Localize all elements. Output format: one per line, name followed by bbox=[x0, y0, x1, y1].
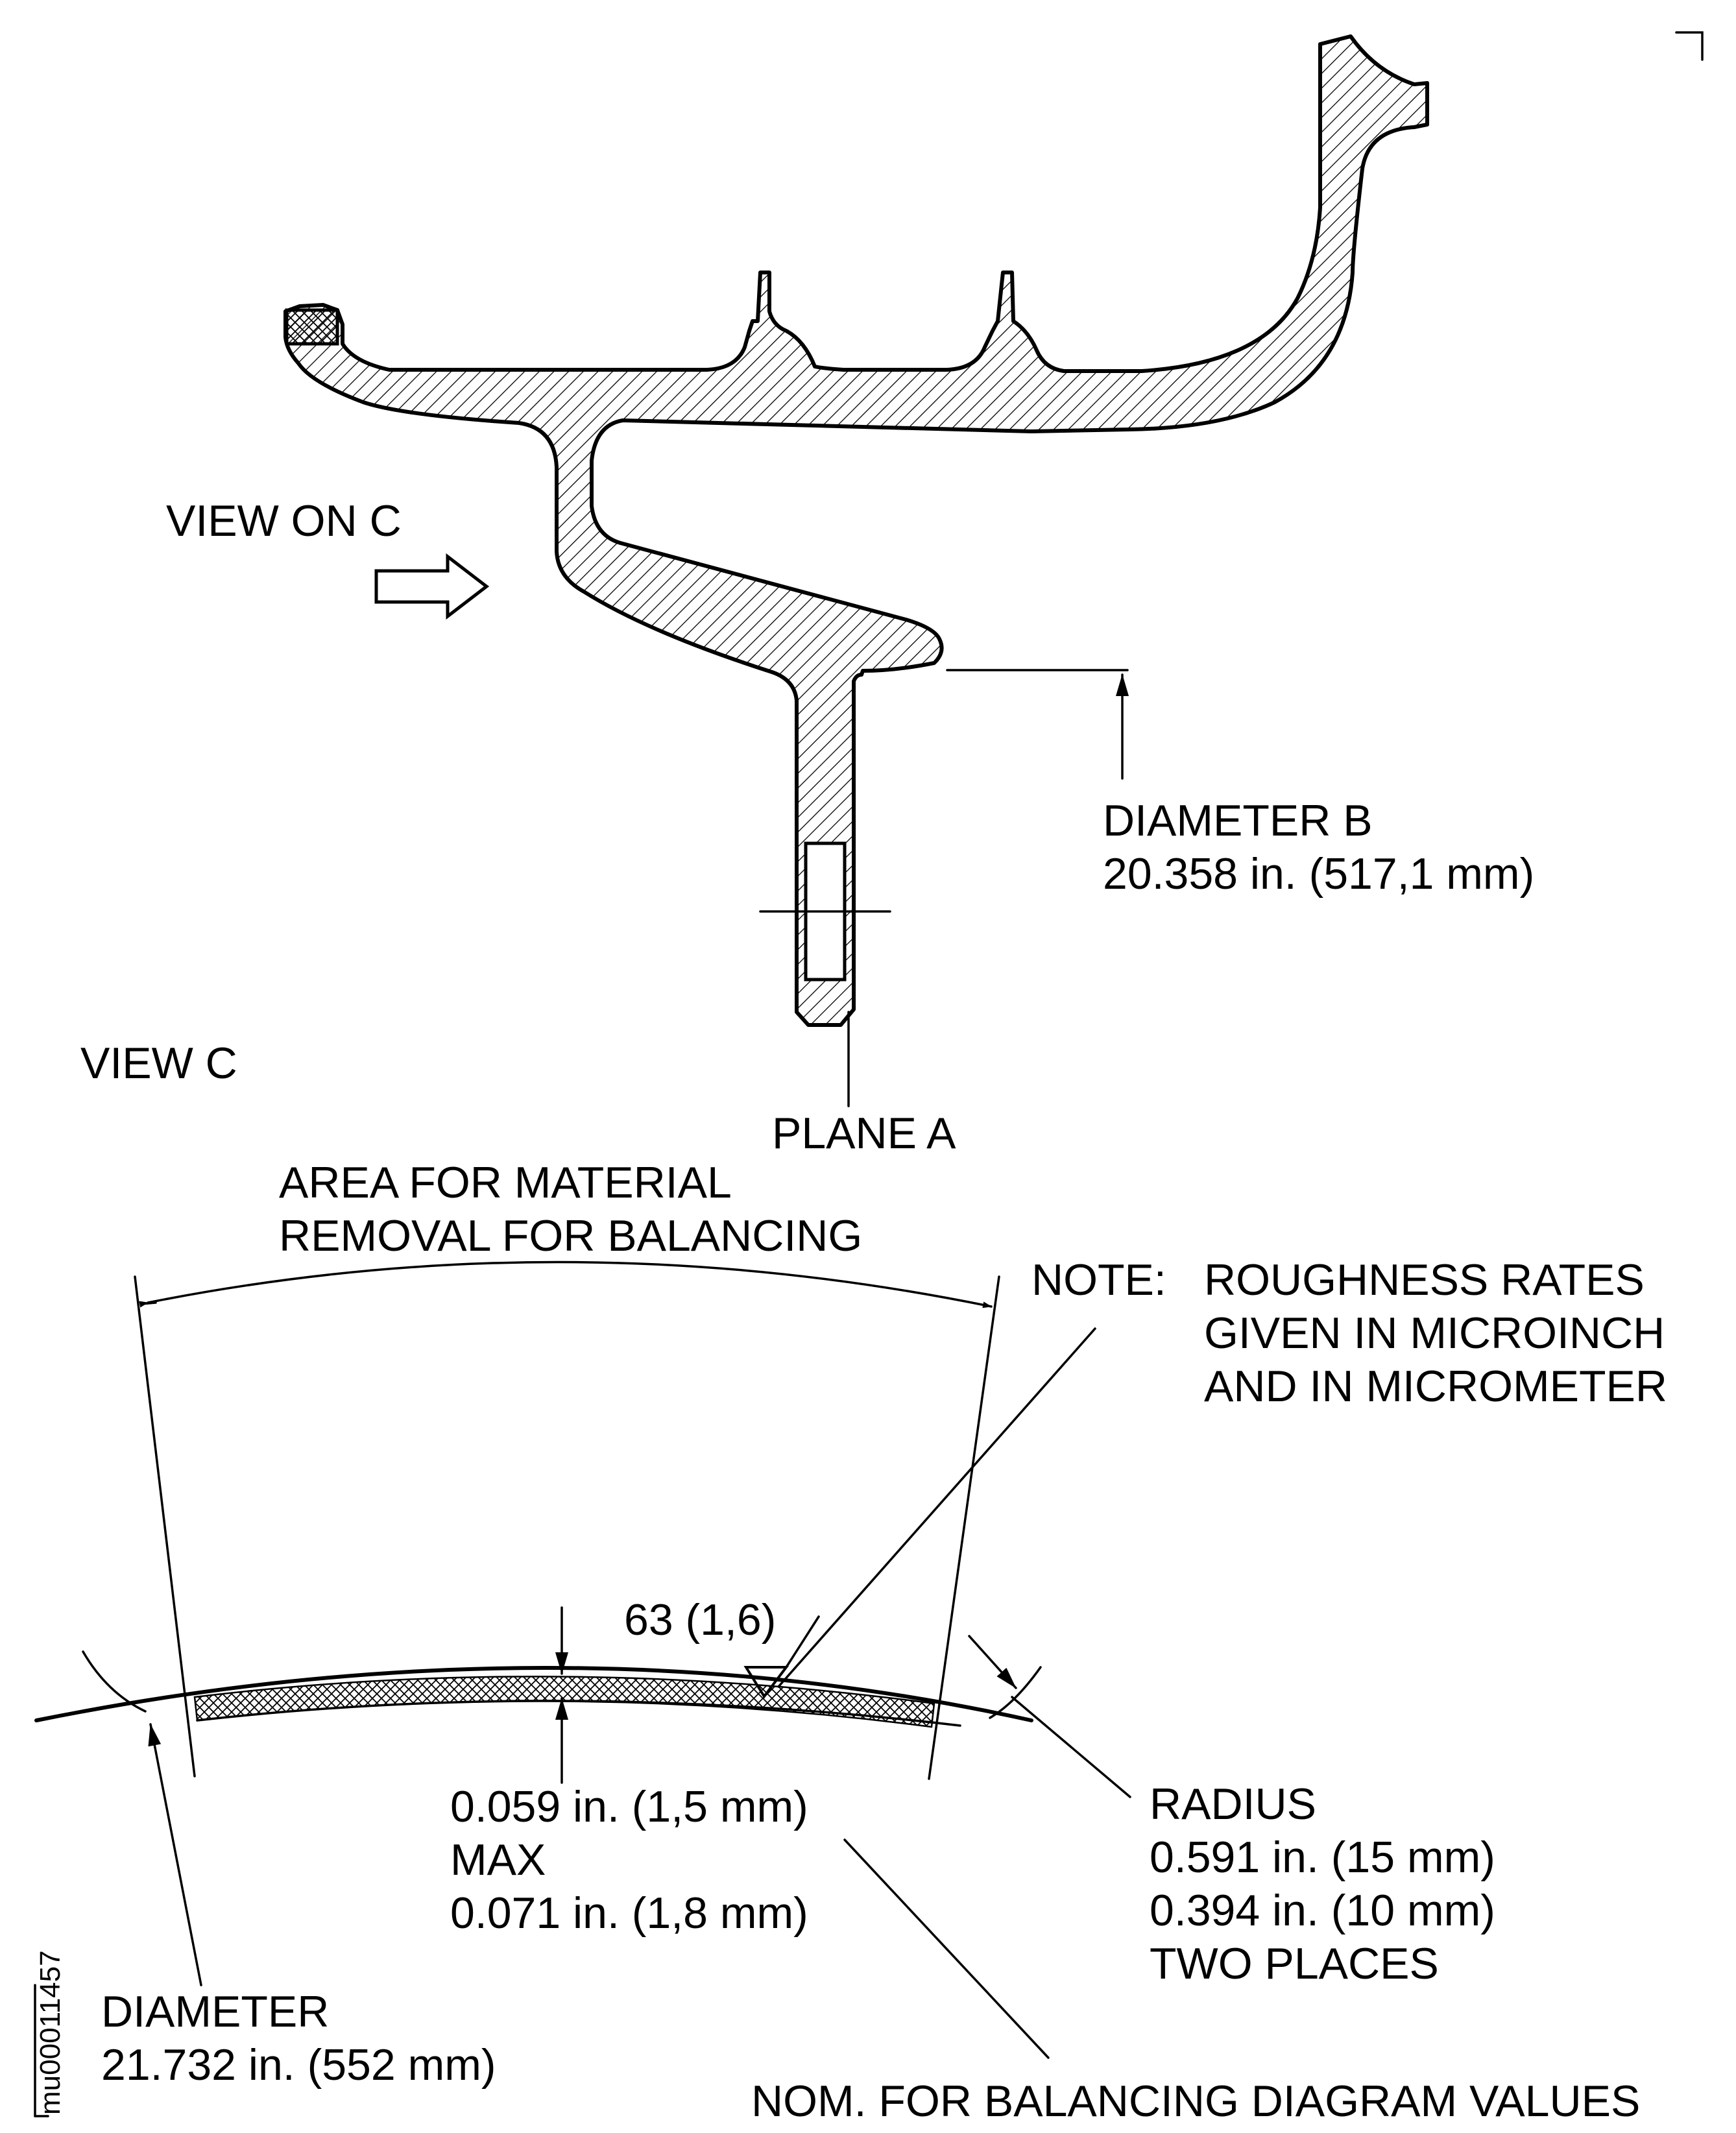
roughness-symbol-tick bbox=[785, 1615, 820, 1669]
right-radius-curve bbox=[989, 1666, 1042, 1719]
radius-title: RADIUS bbox=[1150, 1779, 1316, 1829]
note-leader bbox=[777, 1327, 1096, 1688]
radius-line3: TWO PLACES bbox=[1150, 1939, 1439, 1988]
left-radius-curve bbox=[82, 1650, 147, 1713]
view-c-label: VIEW C bbox=[80, 1039, 237, 1088]
diameter-value: 21.732 in. (552 mm) bbox=[101, 2040, 496, 2090]
diameter-title: DIAMETER bbox=[101, 1987, 329, 2036]
nominal-note: NOM. FOR BALANCING DIAGRAM VALUES bbox=[751, 2077, 1640, 2126]
roughness-symbol bbox=[743, 1666, 790, 1699]
roughness-value: 63 (1,6) bbox=[624, 1595, 776, 1645]
note-line2: GIVEN IN MICROINCH bbox=[1204, 1308, 1665, 1358]
section-view: VIEW ON C DIAMETER B 20.358 in. (517,1 m… bbox=[166, 34, 1534, 1158]
arc-arrow-left-tip bbox=[140, 1301, 157, 1305]
top-left-insert bbox=[285, 308, 339, 346]
diameter-leader bbox=[148, 1723, 202, 1986]
figure-id: mu00011457 bbox=[34, 1950, 66, 2117]
corner-mark bbox=[1675, 31, 1704, 61]
note-prefix: NOTE: bbox=[1031, 1255, 1166, 1305]
view-on-c-label: VIEW ON C bbox=[166, 496, 402, 546]
view-on-c-arrow bbox=[374, 553, 490, 620]
radius-line2: 0.394 in. (10 mm) bbox=[1150, 1886, 1495, 1935]
depth-line3: 0.071 in. (1,8 mm) bbox=[450, 1888, 808, 1938]
plane-a-label: PLANE A bbox=[772, 1109, 956, 1158]
depth-line1: 0.059 in. (1,5 mm) bbox=[450, 1782, 808, 1831]
figure-id-text: mu00011457 bbox=[34, 1950, 66, 2115]
diameter-b-title: DIAMETER B bbox=[1103, 796, 1373, 845]
outer-diameter-arc bbox=[34, 1666, 1033, 1722]
view-c: VIEW C AREA FOR MATERIAL REMOVAL FOR BAL… bbox=[34, 1039, 1667, 2126]
area-label-line2: REMOVAL FOR BALANCING bbox=[279, 1211, 862, 1260]
area-label-line1: AREA FOR MATERIAL bbox=[279, 1158, 732, 1207]
note-line1: ROUGHNESS RATES bbox=[1204, 1255, 1645, 1305]
radius-arrow bbox=[968, 1635, 1017, 1689]
hatched-section bbox=[283, 34, 1429, 1027]
radius-leader bbox=[1011, 1696, 1131, 1798]
right-boundary-line bbox=[928, 1275, 1000, 1780]
note-line3: AND IN MICROMETER bbox=[1204, 1362, 1667, 1411]
area-arc-dimension bbox=[139, 1260, 993, 1308]
inner-removal-arc bbox=[196, 1700, 961, 1727]
depth-line2: MAX bbox=[450, 1835, 546, 1885]
radius-line1: 0.591 in. (15 mm) bbox=[1150, 1833, 1495, 1882]
nominal-leader bbox=[843, 1838, 1050, 2059]
diameter-b-value: 20.358 in. (517,1 mm) bbox=[1103, 849, 1534, 898]
